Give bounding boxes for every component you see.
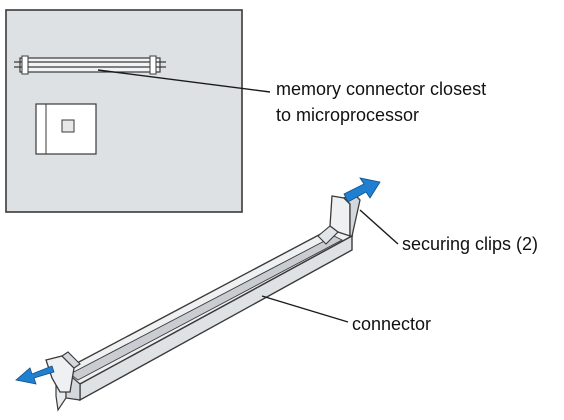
memory-connector-label-line1: memory connector closest [276, 79, 487, 99]
board-memory-connector [14, 55, 166, 75]
memory-connector-label-line2: to microprocessor [276, 105, 420, 125]
securing-clips-label: securing clips (2) [402, 234, 539, 254]
leader-line-securing-clips [359, 209, 399, 245]
right-securing-clip [317, 193, 361, 245]
blue-arrow-icon [343, 177, 381, 203]
leader-line-connector [261, 295, 349, 323]
chip-icon [35, 103, 97, 155]
blue-arrow-icon-left [15, 365, 55, 385]
system-board-inset [5, 9, 243, 213]
leader-line-memory-connector [97, 69, 271, 93]
connector-front-face [79, 234, 353, 402]
connector-label: connector [352, 314, 432, 334]
connector-slot-groove [69, 235, 343, 381]
memory-connector-illustration [45, 193, 361, 412]
left-securing-clip [45, 351, 81, 393]
